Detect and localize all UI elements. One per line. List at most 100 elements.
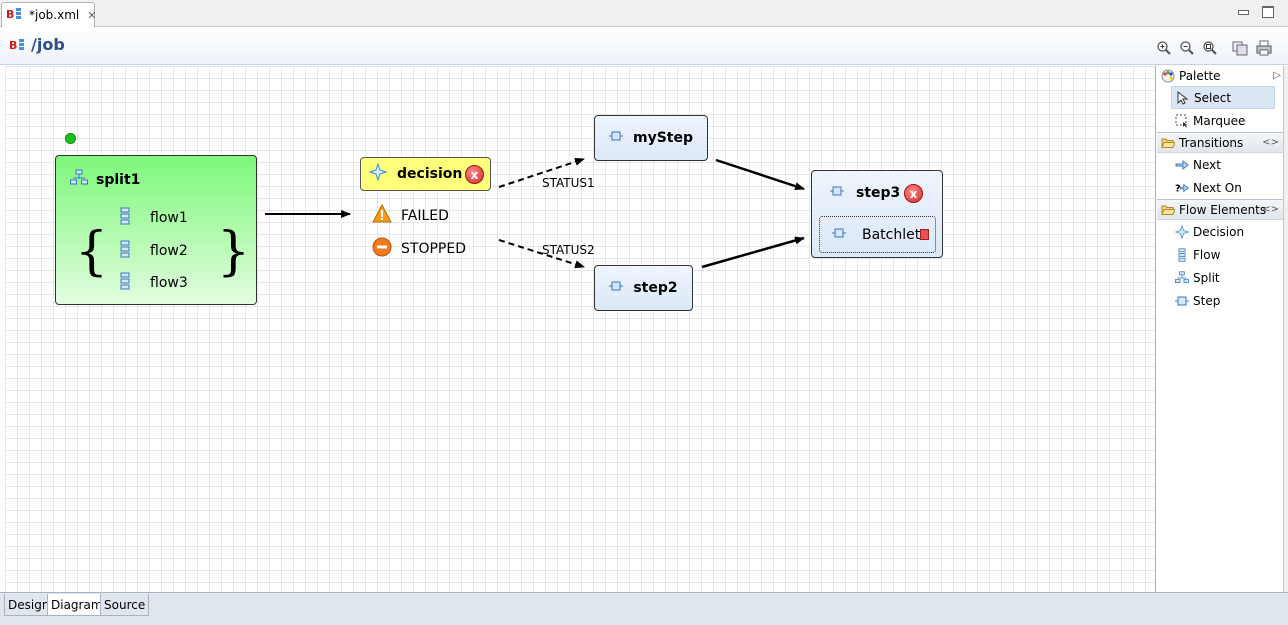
flow-label: flow3 — [150, 275, 188, 291]
step-name: myStep — [632, 130, 693, 146]
zoom-out-icon[interactable] — [1179, 40, 1195, 56]
palette-icon — [1161, 69, 1175, 83]
outcome-label: STOPPED — [401, 241, 466, 257]
palette-tool-select[interactable]: Select — [1171, 86, 1275, 109]
start-marker — [65, 133, 76, 144]
folder-open-icon — [1161, 203, 1175, 217]
editor-tab-job-xml[interactable]: B *job.xml ✕ — [1, 2, 97, 27]
palette-item-label: Step — [1193, 293, 1221, 308]
flow-icon — [120, 207, 130, 229]
palette-item-next[interactable]: Next — [1157, 153, 1283, 176]
step-name: step2 — [633, 280, 678, 296]
next-arrow-icon — [1175, 158, 1189, 172]
palette-item-label: Next On — [1193, 180, 1242, 195]
batch-xml-icon: B — [6, 7, 26, 24]
flow-item[interactable]: flow1 — [120, 207, 188, 229]
edge-label-status2: STATUS2 — [542, 243, 595, 257]
maximize-icon[interactable] — [1260, 5, 1274, 18]
tab-source[interactable]: Source — [100, 594, 150, 616]
step-icon — [608, 129, 623, 147]
print-icon[interactable] — [1256, 40, 1272, 56]
left-brace: { — [75, 222, 109, 282]
batchlet-error-marker — [920, 229, 929, 240]
split-name: split1 — [96, 172, 141, 188]
step-node-step2[interactable]: step2 — [594, 265, 693, 311]
palette-item-next-on[interactable]: ? Next On — [1157, 176, 1283, 199]
palette-item-split[interactable]: Split — [1157, 266, 1283, 289]
decision-icon — [368, 162, 388, 185]
transition-edges — [265, 158, 805, 269]
split-node-split1[interactable]: split1 { } flow1 flow2 flow3 — [55, 155, 257, 305]
palette-tool-label: Select — [1194, 90, 1232, 105]
palette-border — [1283, 66, 1288, 592]
collapse-palette-icon[interactable]: ▷ — [1273, 70, 1281, 81]
palette-tool-label: Marquee — [1193, 113, 1246, 128]
close-icon[interactable]: ✕ — [87, 8, 97, 22]
page-title: /job — [31, 35, 65, 54]
palette-header[interactable]: Palette ▷ — [1157, 66, 1283, 86]
flow-icon — [1175, 247, 1189, 262]
palette-panel: Palette ▷ Select Marquee Transitions <> … — [1157, 66, 1283, 592]
diagram-header: B /job — [0, 27, 1288, 65]
arrow-cursor-icon — [1176, 90, 1190, 105]
batch-job-icon: B — [9, 38, 29, 55]
marquee-icon — [1175, 114, 1189, 128]
edge-step2-to-step3 — [701, 236, 805, 269]
export-image-icon[interactable] — [1232, 40, 1248, 56]
split-icon — [70, 169, 88, 191]
flow-label: flow1 — [150, 210, 188, 226]
error-icon: x — [465, 165, 484, 184]
step-node-mystep[interactable]: myStep — [594, 115, 708, 161]
flow-icon — [120, 240, 130, 262]
svg-text:B: B — [6, 8, 14, 21]
tab-design[interactable]: Design — [4, 594, 54, 616]
palette-title: Palette — [1179, 69, 1221, 83]
editor-tab-label: *job.xml — [29, 8, 80, 22]
tab-label: Design — [8, 597, 50, 612]
palette-item-label: Next — [1193, 157, 1221, 172]
warning-icon — [372, 203, 392, 227]
step-icon — [830, 184, 844, 202]
decision-icon — [1175, 224, 1189, 239]
editor-tab-bar: B *job.xml ✕ — [0, 0, 1288, 27]
palette-item-decision[interactable]: Decision — [1157, 220, 1283, 243]
flow-icon — [120, 272, 130, 294]
decision-node[interactable]: decision x — [360, 157, 491, 191]
edge-mystep-to-step3 — [715, 158, 805, 191]
svg-text:?: ? — [1175, 183, 1181, 194]
drawer-transitions[interactable]: Transitions <> — [1157, 132, 1283, 153]
stop-icon — [372, 237, 392, 261]
tab-label: Source — [104, 597, 146, 612]
split-icon — [1175, 270, 1189, 285]
step-icon — [1175, 294, 1189, 308]
flow-label: flow2 — [150, 243, 188, 259]
drawer-flow-elements[interactable]: Flow Elements <> — [1157, 199, 1283, 220]
flow-item[interactable]: flow3 — [120, 272, 188, 294]
step-node-step3[interactable]: step3 x Batchlet — [811, 170, 943, 258]
drawer-toggle-icon[interactable]: <> — [1262, 137, 1279, 148]
batchlet-label: Batchlet — [862, 226, 921, 243]
folder-open-icon — [1161, 136, 1175, 150]
tab-diagram[interactable]: Diagram — [47, 594, 107, 616]
edge-decision-to-mystep — [498, 158, 585, 188]
tab-label: Diagram — [51, 597, 103, 612]
palette-item-step[interactable]: Step — [1157, 289, 1283, 312]
batchlet-item[interactable]: Batchlet — [819, 216, 936, 253]
palette-item-flow[interactable]: Flow — [1157, 243, 1283, 266]
outcome-label: FAILED — [401, 207, 449, 224]
zoom-in-icon[interactable] — [1156, 40, 1172, 56]
decision-name: decision — [397, 166, 463, 182]
right-brace: } — [217, 222, 251, 282]
outcome-failed[interactable]: FAILED — [372, 203, 449, 227]
batchlet-icon — [832, 226, 846, 244]
flow-item[interactable]: flow2 — [120, 240, 188, 262]
palette-tool-marquee[interactable]: Marquee — [1157, 109, 1283, 132]
minimize-icon[interactable] — [1236, 5, 1250, 17]
error-icon: x — [904, 184, 923, 203]
edge-label-status1: STATUS1 — [542, 176, 595, 190]
drawer-toggle-icon[interactable]: <> — [1262, 204, 1279, 215]
outcome-stopped[interactable]: STOPPED — [372, 237, 466, 261]
diagram-canvas[interactable]: split1 { } flow1 flow2 flow3 decision x … — [5, 66, 1156, 592]
zoom-fit-icon[interactable] — [1202, 40, 1218, 56]
palette-item-label: Split — [1193, 270, 1220, 285]
